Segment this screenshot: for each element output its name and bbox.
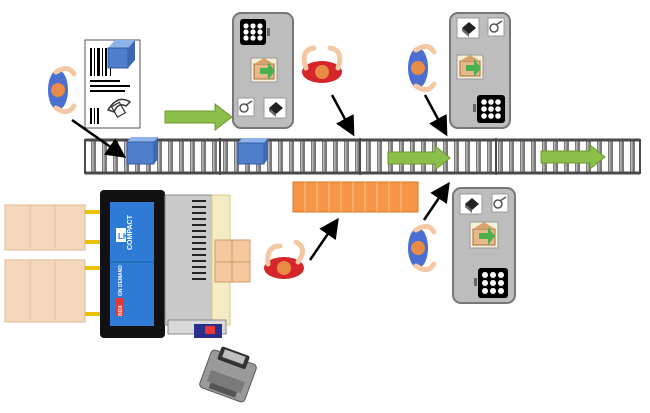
operator-red (301, 45, 343, 83)
brand-letters: LK (118, 232, 129, 241)
packing-station (449, 12, 511, 129)
operator-blue (408, 44, 437, 92)
packing-station (452, 187, 516, 304)
process-arrow (71, 118, 127, 158)
packing-box-icon (250, 57, 278, 83)
printer-icon (459, 193, 483, 215)
label-printer (199, 346, 257, 403)
brand-word: COMPACT (127, 214, 134, 250)
process-arrow (330, 94, 355, 137)
tape-icon (487, 17, 505, 37)
process-arrow (308, 217, 339, 261)
packing-box-icon (469, 221, 499, 249)
cardboard-stack (4, 204, 103, 251)
flow-arrow (540, 143, 606, 171)
packing-box-icon (456, 54, 484, 80)
feed-rollers (192, 200, 206, 280)
printer-icon (456, 17, 480, 39)
shipping-label-sheet (84, 39, 141, 129)
process-arrow (423, 94, 448, 137)
side-label-accent: BOX (118, 305, 124, 317)
packing-station (232, 12, 294, 129)
box-dispenser-icon (240, 19, 270, 45)
package-box (126, 137, 158, 165)
package-box (237, 138, 268, 165)
operator-blue (48, 66, 77, 114)
cardboard-stack (4, 259, 103, 323)
box-dispenser-icon (473, 95, 505, 123)
operator-blue (408, 224, 437, 272)
mini-package-icon (107, 40, 135, 69)
brand-logo-mark (116, 228, 126, 242)
tape-icon (237, 97, 255, 117)
handheld-scanner-icon (106, 98, 132, 119)
buffer-storage (292, 181, 419, 213)
flow-arrow (164, 102, 233, 132)
printer-icon (263, 97, 287, 119)
tape-icon (491, 193, 509, 213)
side-label-rest: ON DEMAND (118, 265, 124, 296)
box-on-demand-machine: LK COMPACT BOX ON DEMAND (100, 190, 251, 338)
box-dispenser-icon (474, 268, 508, 298)
flow-arrow (387, 144, 451, 172)
process-arrow (422, 181, 450, 221)
operator-red (264, 239, 305, 279)
